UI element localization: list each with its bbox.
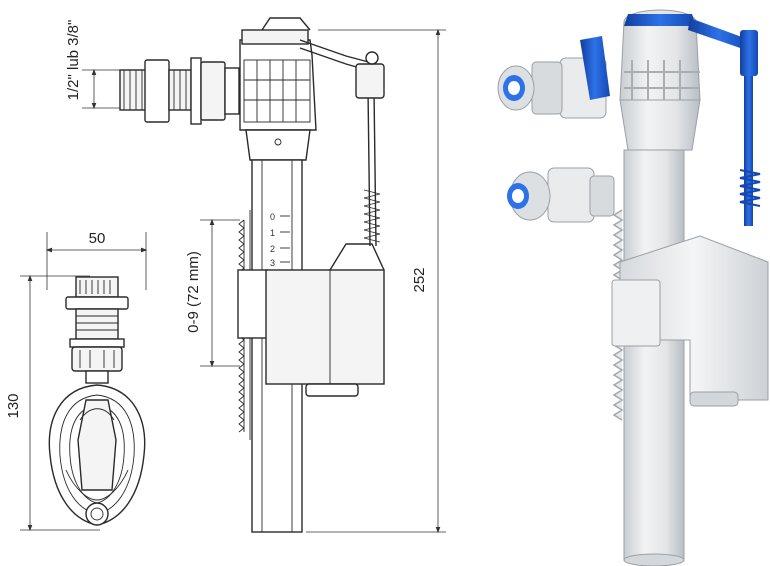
width-dimension-label: 50 xyxy=(89,230,106,247)
product-render xyxy=(497,9,769,566)
scale-marks: 0 1 2 3 xyxy=(270,212,290,268)
scale-mark-3: 3 xyxy=(270,258,275,268)
inlet-connector-lower xyxy=(507,167,615,223)
scale-mark-2: 2 xyxy=(270,244,275,254)
scale-mark-1: 1 xyxy=(270,228,275,238)
adjust-range-dimension-label: 0-9 (72 mm) xyxy=(185,251,202,333)
height-small-dimension-label: 130 xyxy=(5,393,22,418)
front-view: 50 130 xyxy=(5,230,148,532)
side-view: 1/2" lub 3/8" xyxy=(65,17,446,534)
valve-cage xyxy=(243,59,311,123)
scale-mark-0: 0 xyxy=(270,212,275,222)
total-height-dimension-label: 252 xyxy=(411,267,428,292)
connection-dimension-label: 1/2" lub 3/8" xyxy=(65,20,82,101)
